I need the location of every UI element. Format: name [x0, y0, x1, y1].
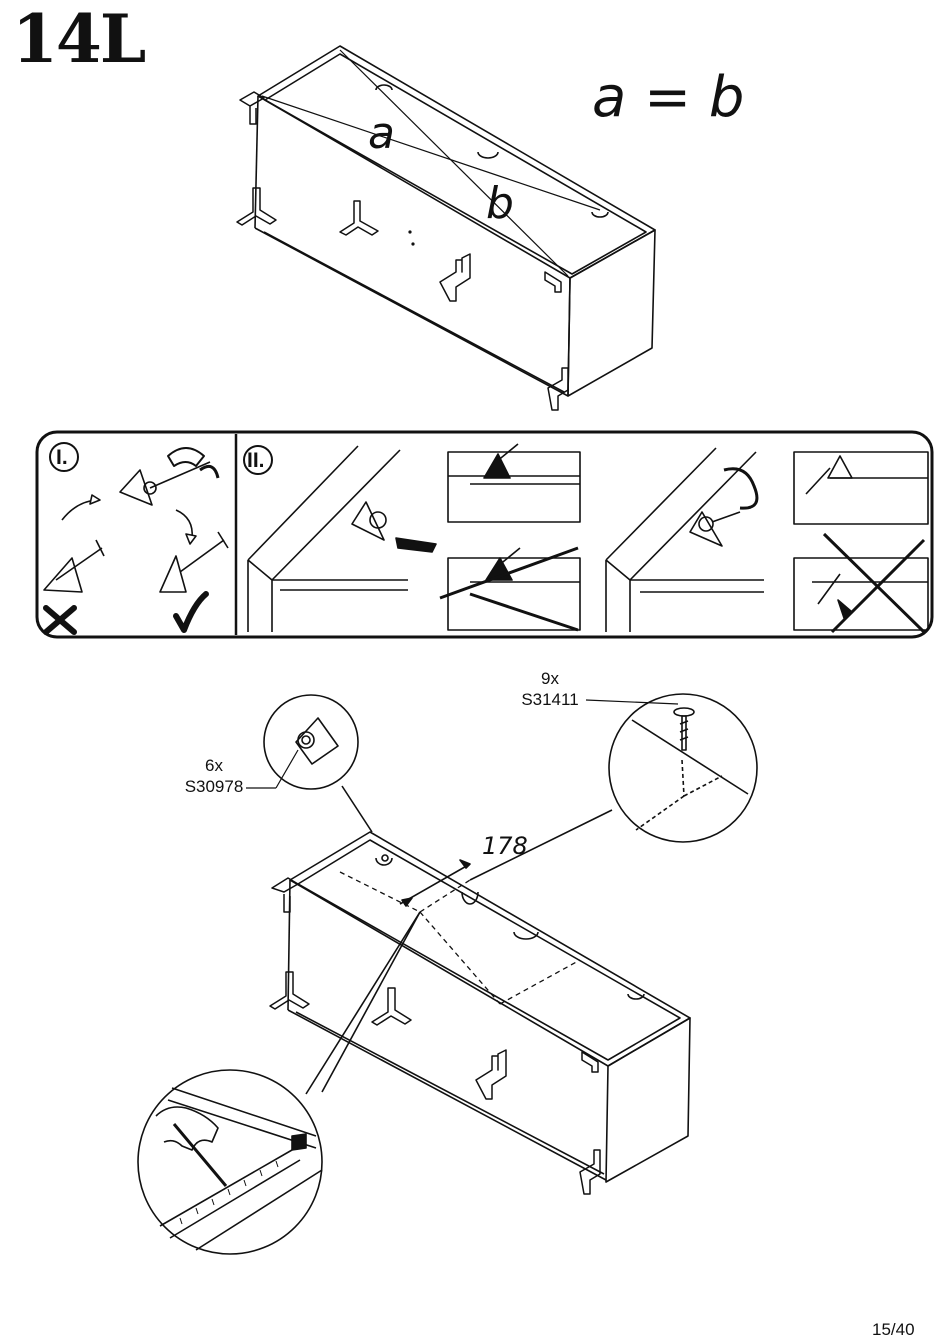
- wrong-mark-icon: [46, 608, 74, 632]
- cabinet-bottom-view: [270, 786, 690, 1194]
- step-two-label: II.: [247, 449, 265, 473]
- diagonal-label-a: a: [368, 112, 395, 156]
- part-code: S30978: [180, 776, 248, 797]
- diagonal-equation: a = b: [592, 70, 744, 126]
- diagonal-label-b: b: [486, 182, 514, 226]
- part-quantity: 6x: [180, 755, 248, 776]
- part-quantity: 9x: [514, 668, 586, 689]
- section-two-drawing: [248, 444, 928, 632]
- page-number: 15/40: [872, 1320, 915, 1340]
- screw-detail: [586, 694, 757, 842]
- part-code: S31411: [514, 689, 586, 710]
- part-callout-screw: 9x S31411: [514, 668, 586, 710]
- correct-check-icon: [176, 594, 206, 630]
- measuring-detail: [138, 1070, 322, 1254]
- cam-fitting-detail: [246, 695, 358, 789]
- step-label: 14L: [12, 6, 144, 72]
- step-one-label: I.: [56, 446, 68, 470]
- dimension-label: 178: [482, 832, 528, 860]
- part-callout-cam: 6x S30978: [180, 755, 248, 797]
